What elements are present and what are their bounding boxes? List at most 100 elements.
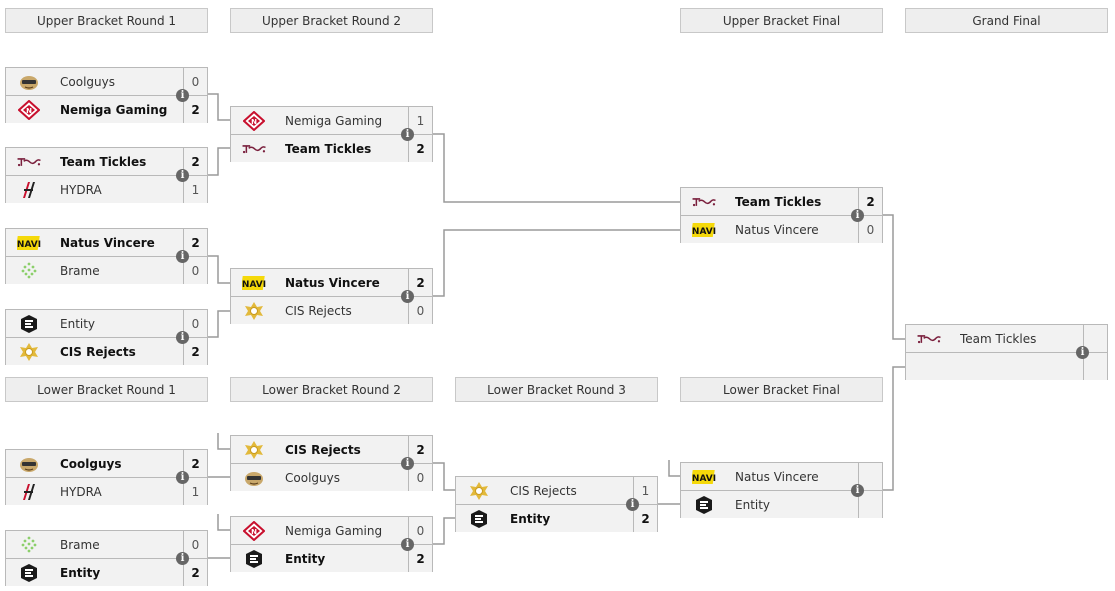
team-name[interactable]: Natus Vincere — [735, 469, 819, 484]
match-info-icon[interactable]: i — [401, 538, 414, 551]
team-name[interactable]: Coolguys — [60, 74, 115, 89]
team-score — [858, 491, 882, 518]
team-name[interactable]: Nemiga Gaming — [60, 102, 168, 117]
match-info-icon[interactable]: i — [176, 250, 189, 263]
match-info-icon[interactable]: i — [851, 209, 864, 222]
team-score: 2 — [183, 338, 207, 365]
match-info-icon[interactable]: i — [176, 471, 189, 484]
match-info-icon[interactable]: i — [851, 484, 864, 497]
team-name[interactable]: Entity — [60, 316, 96, 331]
team-tickles-logo — [16, 152, 42, 172]
team-name[interactable]: Brame — [60, 537, 100, 552]
team-name[interactable]: Natus Vincere — [285, 275, 380, 290]
team-name[interactable]: Entity — [735, 497, 771, 512]
team-name[interactable]: CIS Rejects — [285, 442, 361, 457]
entity-logo — [16, 314, 42, 334]
team-score: 2 — [408, 135, 432, 162]
team-row[interactable]: Coolguys 0 — [231, 464, 432, 491]
team-name[interactable]: Entity — [510, 511, 551, 526]
team-name[interactable]: Team Tickles — [735, 194, 822, 209]
team-name[interactable]: Entity — [285, 551, 326, 566]
team-name[interactable]: CIS Rejects — [60, 344, 136, 359]
match-info-icon[interactable]: i — [176, 169, 189, 182]
team-name[interactable]: CIS Rejects — [285, 303, 352, 318]
team-row[interactable]: CIS Rejects 2 — [6, 338, 207, 365]
team-name[interactable]: HYDRA — [60, 182, 102, 197]
team-name[interactable]: Team Tickles — [285, 141, 372, 156]
team-name[interactable]: Team Tickles — [960, 331, 1037, 346]
team-name[interactable]: Entity — [60, 565, 101, 580]
team-score: 0 — [408, 464, 432, 491]
team-row[interactable]: Entity — [681, 491, 882, 518]
match-info-icon[interactable]: i — [176, 331, 189, 344]
team-name[interactable]: Coolguys — [60, 456, 122, 471]
team-row[interactable] — [906, 353, 1107, 380]
header-lower-final: Lower Bracket Final — [680, 377, 883, 402]
match-info-icon[interactable]: i — [401, 290, 414, 303]
match-info-icon[interactable]: i — [401, 457, 414, 470]
header-upper-round-2: Upper Bracket Round 2 — [230, 8, 433, 33]
team-score: 0 — [858, 216, 882, 243]
hydra-logo — [16, 180, 42, 200]
team-score: 2 — [408, 269, 432, 296]
team-name[interactable]: Natus Vincere — [735, 222, 819, 237]
match-info-icon[interactable]: i — [626, 498, 639, 511]
match-info-icon[interactable]: i — [401, 128, 414, 141]
team-tickles-logo — [691, 192, 717, 212]
match-info-icon[interactable]: i — [1076, 346, 1089, 359]
svg-text:N: N — [251, 118, 257, 126]
team-name[interactable]: Coolguys — [285, 470, 340, 485]
cis-rejects-logo — [241, 301, 267, 321]
team-name[interactable]: Team Tickles — [60, 154, 147, 169]
cis-rejects-logo — [466, 481, 492, 501]
team-name[interactable]: Nemiga Gaming — [285, 113, 383, 128]
team-name[interactable]: Nemiga Gaming — [285, 523, 383, 538]
team-row[interactable]: Team Tickles 2 — [231, 135, 432, 162]
match-info-icon[interactable]: i — [176, 552, 189, 565]
team-row[interactable]: Team Tickles — [906, 325, 1107, 353]
team-name[interactable]: HYDRA — [60, 484, 102, 499]
match-gf[interactable]: Team Tickles i — [905, 324, 1108, 380]
match-info-icon[interactable]: i — [176, 89, 189, 102]
team-name[interactable]: Brame — [60, 263, 100, 278]
team-name[interactable]: CIS Rejects — [510, 483, 577, 498]
team-name[interactable]: Natus Vincere — [60, 235, 155, 250]
header-grand-final: Grand Final — [905, 8, 1108, 33]
nemiga-logo: N — [16, 99, 42, 120]
